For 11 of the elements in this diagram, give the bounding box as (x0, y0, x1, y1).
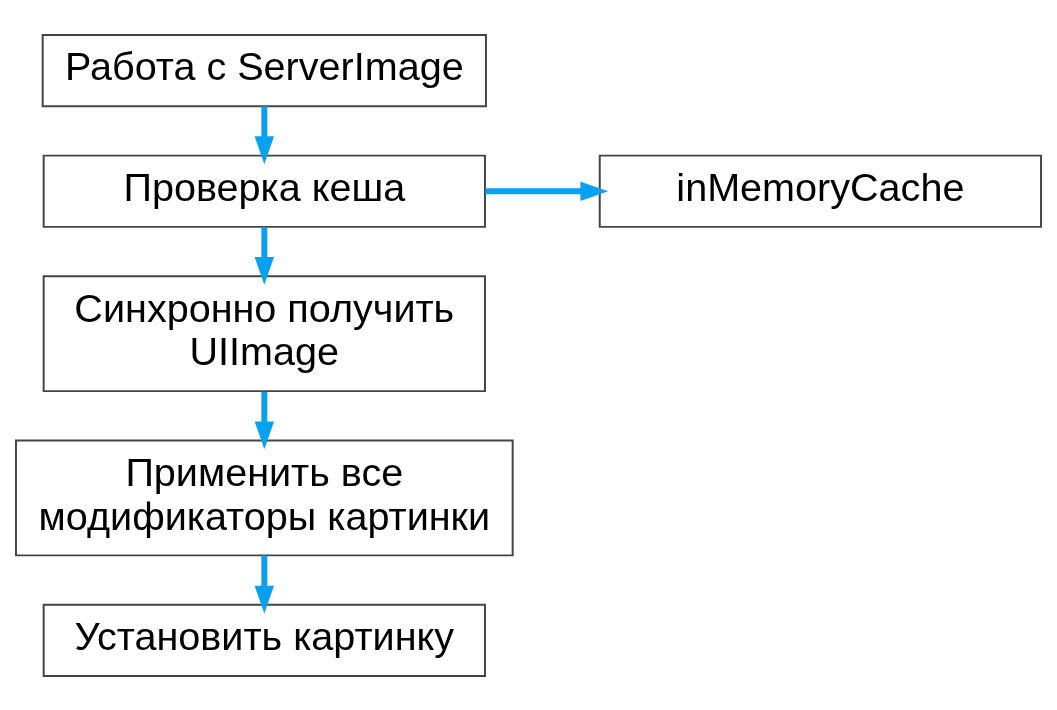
node-box: inMemoryCache (598, 154, 1043, 228)
node-box: Применить все модификаторы картинки (14, 439, 514, 556)
arrow (254, 391, 275, 449)
arrow (254, 105, 275, 164)
node-box: Установить картинку (42, 603, 486, 677)
arrow (254, 555, 275, 613)
arrow (485, 181, 609, 201)
node-box: Работа с ServerImage (41, 33, 487, 107)
node-box: Проверка кеша (42, 154, 486, 228)
arrow (254, 226, 275, 285)
node-box: Синхронно получить UIImage (42, 274, 486, 392)
